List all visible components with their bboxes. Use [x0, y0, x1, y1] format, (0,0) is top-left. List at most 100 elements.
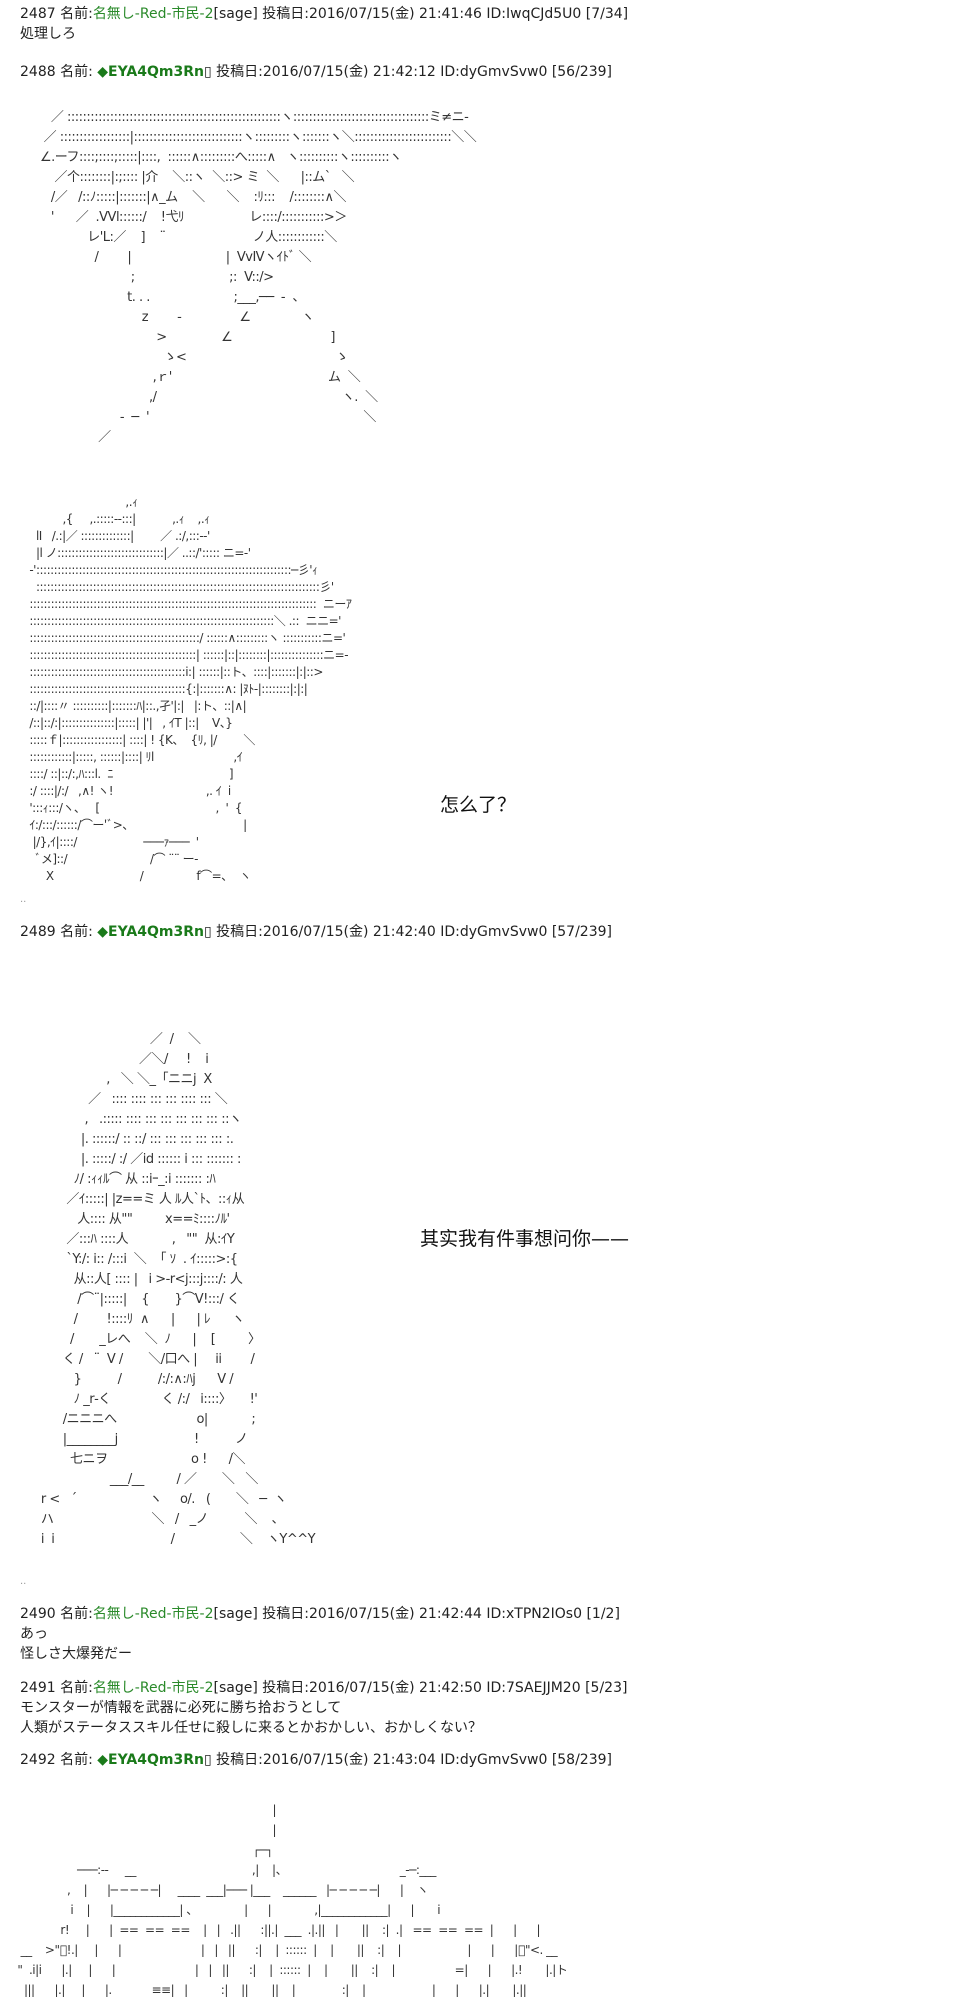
post-text-line: モンスターが情報を武器に必死に勝ち拾おうとして [20, 1700, 342, 1716]
post-number[interactable]: 2488 [20, 64, 56, 80]
ascii-art-line: |________j ! ノ [30, 1432, 248, 1447]
name-label: 名前: [60, 6, 93, 22]
poster-mail: ▯ [203, 64, 212, 80]
ascii-art-line: ／个::::::::|:;:::: |介 ＼::ヽ ＼::> ミ ＼ |::ム`… [40, 170, 355, 185]
ascii-art-line: /／ /::ﾉ:::::|:::::::|∧_ム ＼ ＼ :ﾘ::: /::::… [40, 190, 347, 205]
ascii-art-line: , ＼ ＼_「ニニj X [30, 1072, 212, 1087]
post-text-line: あっ [20, 1626, 48, 1642]
ascii-art-line: 七ニヲ o ! /＼ [30, 1452, 246, 1467]
ascii-art-line: z ‐ ∠ ヽ [40, 310, 315, 325]
ascii-art-line: ／ [40, 430, 111, 445]
ascii-art-line: " .i|i |.| | | | | || :| | :::::: | | ||… [14, 1963, 568, 1977]
post-number[interactable]: 2490 [20, 1606, 56, 1622]
post-header: 2489 名前: ◆EYA4Qm3Rn▯ 投稿日:2016/07/15(金) 2… [20, 922, 612, 942]
ascii-art-line: ／ :::: :::: ::: ::: :::: ::: ＼ [30, 1092, 228, 1107]
ascii-art-line: く / ¨ V / ＼/口へ | ii / [30, 1352, 255, 1367]
ascii-art-line: ／ ::::::::::::::::::::::::::::::::::::::… [40, 110, 469, 125]
ascii-art-line: ::::::::::::::::::::::::::::::::::::::::… [26, 631, 346, 645]
ascii-art: ,.ｨ ,{ ,.:::::--:::| ,.ｨ ,.ｨ lI /.:|／ ::… [26, 494, 352, 885]
ascii-art-line: ／ ::::::::::::::::::|:::::::::::::::::::… [40, 130, 477, 145]
poster-id[interactable]: ID:dyGmvSvw0 [440, 1752, 548, 1768]
poster-name: 名無し-Red-市民-2 [92, 6, 214, 22]
ascii-art-line: ::::::::::::::::::::::::::::::::::::::::… [26, 580, 334, 594]
post-body: あっ 怪しさ大爆発だー [20, 1624, 132, 1664]
ascii-art-line: / | | VvⅣヽｲﾄﾞ ＼ [40, 250, 312, 265]
poster-mail: ▯ [203, 1752, 212, 1768]
name-label: 名前: [60, 1606, 93, 1622]
posted-label: 投稿日: [262, 1680, 309, 1696]
post-header: 2490 名前:名無し-Red-市民-2[sage] 投稿日:2016/07/1… [20, 1604, 620, 1624]
poster-trip: ◆EYA4Qm3Rn [97, 924, 204, 940]
ascii-art-line: ::/|::::〃 ::::::::::|:::::::ﾊ|::.,孑'|:| … [26, 699, 247, 713]
ascii-art-line: / _レへ ＼ ﾉ | [ 〉 [30, 1332, 261, 1347]
ascii-art-line: ┌─┐ [14, 1843, 274, 1857]
ascii-art-line: ｲ:/:::/::::::/⌒ー'ﾞ>、 | [26, 818, 247, 832]
ascii-art-line: -'::::::::::::::::::::::::::::::::::::::… [26, 563, 318, 577]
post-datetime: 2016/07/15(金) 21:43:04 [262, 1752, 436, 1768]
name-label: 名前: [60, 1680, 93, 1696]
post-datetime: 2016/07/15(金) 21:41:46 [308, 6, 482, 22]
post-number[interactable]: 2492 [20, 1752, 56, 1768]
ascii-art-line: ||| |.| | |. ≡≡| | :| || || | :| | | | |… [14, 1983, 527, 1997]
separator-dots: .. [20, 1576, 27, 1587]
poster-id[interactable]: ID:xTPN2IOs0 [486, 1606, 582, 1622]
post-number[interactable]: 2487 [20, 6, 56, 22]
post-count: [1/2] [586, 1606, 620, 1622]
ascii-art-line: i i / ＼ ヽY^^Y [30, 1532, 316, 1547]
ascii-art-line: ':::ｨ:::/ヽ、 [ , ' { [26, 801, 243, 815]
ascii-art-line: ／＼/ ! i [30, 1052, 209, 1067]
translation-text: 怎么了？ [440, 790, 517, 817]
post-body: モンスターが情報を武器に必死に勝ち拾おうとして 人類がステータススキル任せに殺し… [20, 1698, 482, 1738]
post-number[interactable]: 2489 [20, 924, 56, 940]
ascii-art-line: ' ／ .VVl::::::/ !弋ﾘ レ::::/:::::::::::>＞ [40, 210, 347, 225]
post-datetime: 2016/07/15(金) 21:42:12 [262, 64, 436, 80]
ascii-art-line: | [14, 1803, 277, 1817]
ascii-art-line: X / f⌒=、 ヽ [26, 869, 251, 883]
post-body: 処理しろ [20, 24, 76, 44]
ascii-art-line: | [14, 1823, 277, 1837]
poster-name: 名無し-Red-市民-2 [92, 1606, 214, 1622]
ascii-art-line: ::::::::::::::::::::::::::::::::::::::::… [26, 614, 341, 628]
ascii-art-line: `Y:/: i:: /:::i ＼ 「 ｿ . ｲ:::::>:{ [30, 1252, 238, 1267]
name-label: 名前: [60, 1752, 93, 1768]
ascii-art-line: ::::::::::::::::::::::::::::::::::::::::… [26, 665, 323, 679]
separator-dots: .. [20, 894, 27, 905]
poster-mail: [sage] [213, 6, 258, 22]
poster-id[interactable]: ID:7SAEJJM20 [486, 1680, 581, 1696]
post-count: [7/34] [585, 6, 629, 22]
ascii-art-line: t. . . ;___,── - 、 [40, 290, 305, 305]
post-count: [57/239] [551, 924, 612, 940]
ascii-art-line: ::::::::::::::::::::::::::::::::::::::::… [26, 597, 352, 611]
ascii-art: ／ / ＼ ／＼/ ! i , ＼ ＼_「ニニj X ／ :::: :::: :… [30, 1030, 316, 1550]
ascii-art-line: |l ノ::::::::::::::::::::::::::::::|／ ..:… [26, 546, 251, 560]
ascii-art-line: ／ｲ:::::| |z==ミ 人 ﾙ人`ﾄ、::ｨ从 [30, 1192, 245, 1207]
poster-id[interactable]: ID:dyGmvSvw0 [440, 64, 548, 80]
poster-trip: ◆EYA4Qm3Rn [97, 64, 204, 80]
post-text-line: 怪しさ大爆発だー [20, 1646, 132, 1662]
ascii-art-line: |. :::::/ :/ ／id :::::: i ::: ::::::: : [30, 1152, 242, 1167]
posted-label: 投稿日: [216, 64, 263, 80]
ascii-art-line: / !::::ﾘ ∧ | | ﾚ ヽ [30, 1312, 245, 1327]
poster-id[interactable]: ID:IwqCJd5U0 [486, 6, 582, 22]
post-number[interactable]: 2491 [20, 1680, 56, 1696]
poster-mail: ▯ [203, 924, 212, 940]
ascii-art-line: ,ｒ' ム ＼ [40, 370, 361, 385]
ascii-art-line: ／ / ＼ [30, 1032, 201, 1047]
ascii-art-line: /::|::/:|:::::::::::::::|:::::| |'| , ｲT… [26, 716, 233, 730]
ascii-art-line: ,/ ヽ. ＼ [40, 390, 378, 405]
ascii-art-line: :/ ::::|/:/ ,∧! ヽ! ,. ｲ i [26, 784, 231, 798]
ascii-art-line: /ニニニへ o| ; [30, 1412, 256, 1427]
ascii-art-line: ; ;: V::/> [40, 270, 274, 285]
ascii-art-line: ::::::::::::::::::::::::::::::::::::::::… [26, 682, 308, 696]
ascii-art-line: ﾉ/ :ｨｨﾙ⌒ 从 ::iｰ_:i ::::::: :ﾊ [30, 1172, 216, 1187]
poster-mail: [sage] [213, 1606, 258, 1622]
poster-id[interactable]: ID:dyGmvSvw0 [440, 924, 548, 940]
ascii-art-line: レ'L:／ ] ¨ ノ人::::::::::::＼ [40, 230, 337, 245]
post-text-line: 人類がステータススキル任せに殺しに来るとかおかしい、おかしくない？ [20, 1720, 482, 1736]
ascii-art-line: |/},ｲ|::::/ ───ｧ─── ' [26, 835, 199, 849]
post-datetime: 2016/07/15(金) 21:42:40 [262, 924, 436, 940]
ascii-art-line: - ─ ' ＼ [40, 410, 376, 425]
ascii-art-line: , .::::: :::: ::: ::: ::: ::: ::: ::ヽ [30, 1112, 242, 1127]
posted-label: 投稿日: [262, 1606, 309, 1622]
ascii-art-line: :::::ｆ|:::::::::::::::::| ::::| ! {K、 {ﾘ… [26, 733, 255, 747]
